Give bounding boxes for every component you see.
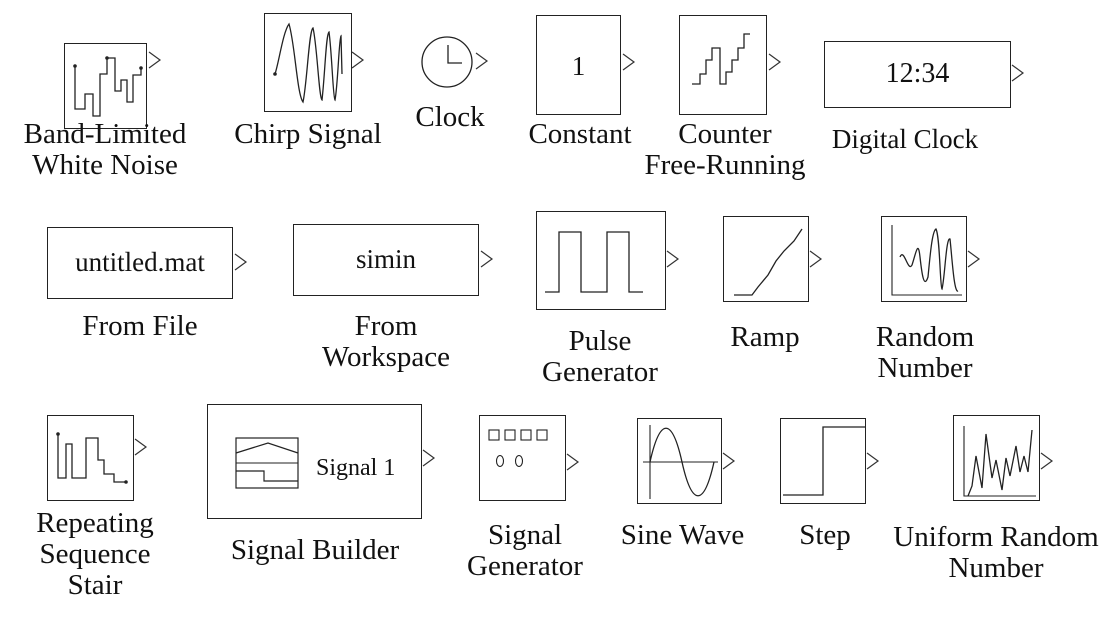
output-port-icon [148, 51, 162, 69]
output-port-icon [967, 250, 981, 268]
clock-icon[interactable] [418, 34, 488, 94]
from-workspace-block[interactable]: simin [293, 224, 479, 296]
signal-generator-panel-icon [488, 429, 548, 468]
band-limited-white-noise-block[interactable] [64, 43, 147, 129]
signal-generator-block[interactable] [479, 415, 566, 501]
output-port-icon [768, 53, 782, 71]
from-workspace-variable: simin [355, 244, 416, 274]
output-port-icon [475, 52, 489, 70]
random-number-block[interactable] [881, 216, 967, 302]
ramp-block[interactable] [723, 216, 809, 302]
ramp-waveform-icon [734, 228, 803, 296]
output-port-icon [566, 453, 580, 471]
stair-sequence-icon [56, 432, 128, 484]
output-port-icon [1011, 64, 1025, 82]
uniform-random-waveform-icon [963, 426, 1036, 497]
output-port-icon [722, 452, 736, 470]
output-port-icon [809, 250, 823, 268]
staircase-counter-icon [692, 33, 750, 85]
output-port-icon [666, 250, 680, 268]
digital-clock-label: Digital Clock [831, 124, 979, 154]
digital-clock-block[interactable]: 12:34 [824, 41, 1011, 108]
from-file-label: From File [82, 310, 198, 342]
noise-waveform-icon [73, 56, 143, 117]
output-port-icon [351, 51, 365, 69]
uniform-random-number-block[interactable] [953, 415, 1040, 501]
sine-wave-label: Sine Wave [620, 519, 745, 551]
chirp-signal-label: Chirp Signal [234, 118, 382, 150]
repeating-sequence-stair-block[interactable] [47, 415, 134, 501]
from-file-block[interactable]: untitled.mat [47, 227, 233, 299]
step-label: Step [799, 519, 851, 551]
step-block[interactable] [780, 418, 866, 504]
chirp-waveform-icon [273, 22, 343, 104]
output-port-icon [134, 438, 148, 456]
constant-label: Constant [528, 118, 632, 150]
counter-free-running-block[interactable] [679, 15, 767, 115]
from-file-filename: untitled.mat [75, 247, 205, 277]
output-port-icon [480, 250, 494, 268]
pulse-generator-block[interactable] [536, 211, 666, 310]
output-port-icon [1040, 452, 1054, 470]
digital-clock-display: 12:34 [885, 58, 950, 89]
sine-wave-block[interactable] [637, 418, 722, 504]
pulse-waveform-icon [545, 231, 643, 293]
signal-builder-block[interactable]: Signal 1 [207, 404, 422, 519]
ramp-label: Ramp [730, 321, 800, 353]
output-port-icon [234, 253, 248, 271]
output-port-icon [622, 53, 636, 71]
signal-builder-label: Signal Builder [230, 534, 400, 566]
output-port-icon [866, 452, 880, 470]
step-waveform-icon [783, 426, 865, 496]
clock-label: Clock [415, 101, 485, 133]
constant-block[interactable]: 1 [536, 15, 621, 115]
constant-value: 1 [571, 51, 586, 81]
random-waveform-icon [891, 225, 962, 296]
signal-builder-signal-name: Signal 1 [316, 455, 396, 481]
sine-waveform-icon [643, 425, 718, 499]
output-port-icon [422, 449, 436, 467]
chirp-signal-block[interactable] [264, 13, 352, 112]
signal-builder-icon [235, 437, 299, 489]
